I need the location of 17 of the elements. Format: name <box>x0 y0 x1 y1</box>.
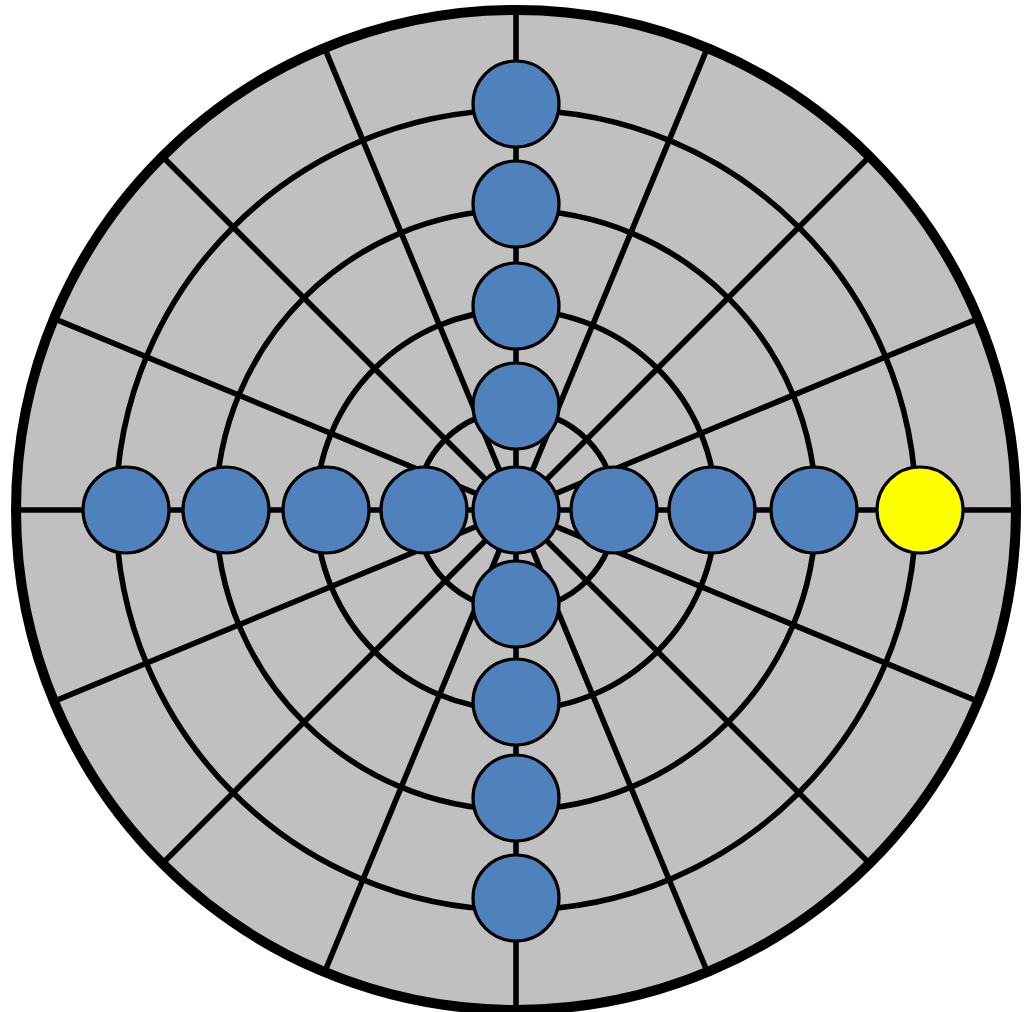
circle-marker <box>471 59 561 149</box>
circle-marker <box>281 465 371 555</box>
circle-marker <box>471 657 561 747</box>
circle-marker <box>471 853 561 943</box>
circle-marker <box>667 465 757 555</box>
circle-marker <box>471 753 561 843</box>
circle-marker <box>569 465 659 555</box>
circle-marker <box>471 465 561 555</box>
circle-marker <box>471 559 561 649</box>
circle-marker <box>875 465 965 555</box>
circle-marker <box>769 465 859 555</box>
circle-marker <box>81 465 171 555</box>
circle-marker <box>379 465 469 555</box>
circle-marker <box>471 261 561 351</box>
circle-marker <box>471 159 561 249</box>
circle-marker <box>181 465 271 555</box>
circle-marker <box>471 361 561 451</box>
